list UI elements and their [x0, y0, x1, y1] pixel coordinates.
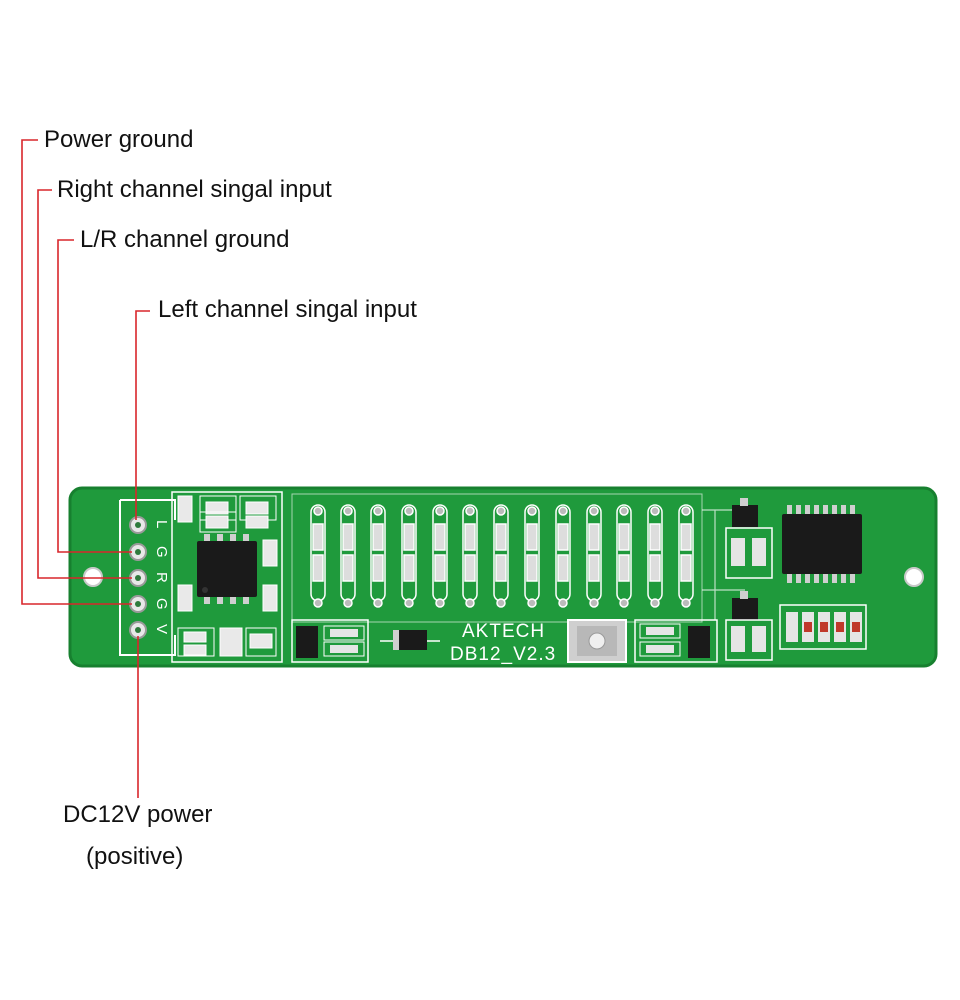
callout-dc12v-power: DC12V power — [63, 801, 213, 828]
op-amp-ic — [197, 534, 257, 604]
callout-power-ground: Power ground — [44, 126, 194, 153]
regulator-top — [732, 505, 758, 527]
mounting-hole-left — [83, 567, 103, 587]
driver-ic — [782, 505, 862, 583]
pin-label-v: V — [153, 624, 170, 634]
callout-right-channel-input: Right channel singal input — [57, 176, 332, 203]
model-label: DB12_V2.3 — [450, 644, 556, 665]
transistor-left — [296, 626, 318, 658]
pin-label-g2: G — [153, 598, 170, 610]
mounting-hole-right — [904, 567, 924, 587]
regulator-bottom — [732, 598, 758, 620]
callout-lr-channel-ground: L/R channel ground — [80, 226, 290, 253]
callout-line-power-ground — [21, 139, 132, 605]
pin-label-r: R — [153, 572, 170, 583]
callout-line-left-input — [135, 310, 150, 520]
callout-line-lr-ground — [57, 239, 132, 553]
callout-left-channel-input: Left channel singal input — [158, 296, 417, 323]
callout-line-right-input — [37, 189, 132, 579]
pin-label-g1: G — [153, 546, 170, 558]
diode — [393, 630, 427, 650]
transistor-right — [688, 626, 710, 658]
callout-dc12v-positive: (positive) — [86, 843, 184, 870]
brand-label: AKTECH — [462, 621, 545, 642]
small-smd-parts-left — [177, 495, 278, 657]
led-resistor-columns — [310, 504, 694, 608]
callout-lines — [21, 139, 150, 798]
pin-label-l: L — [153, 520, 170, 528]
